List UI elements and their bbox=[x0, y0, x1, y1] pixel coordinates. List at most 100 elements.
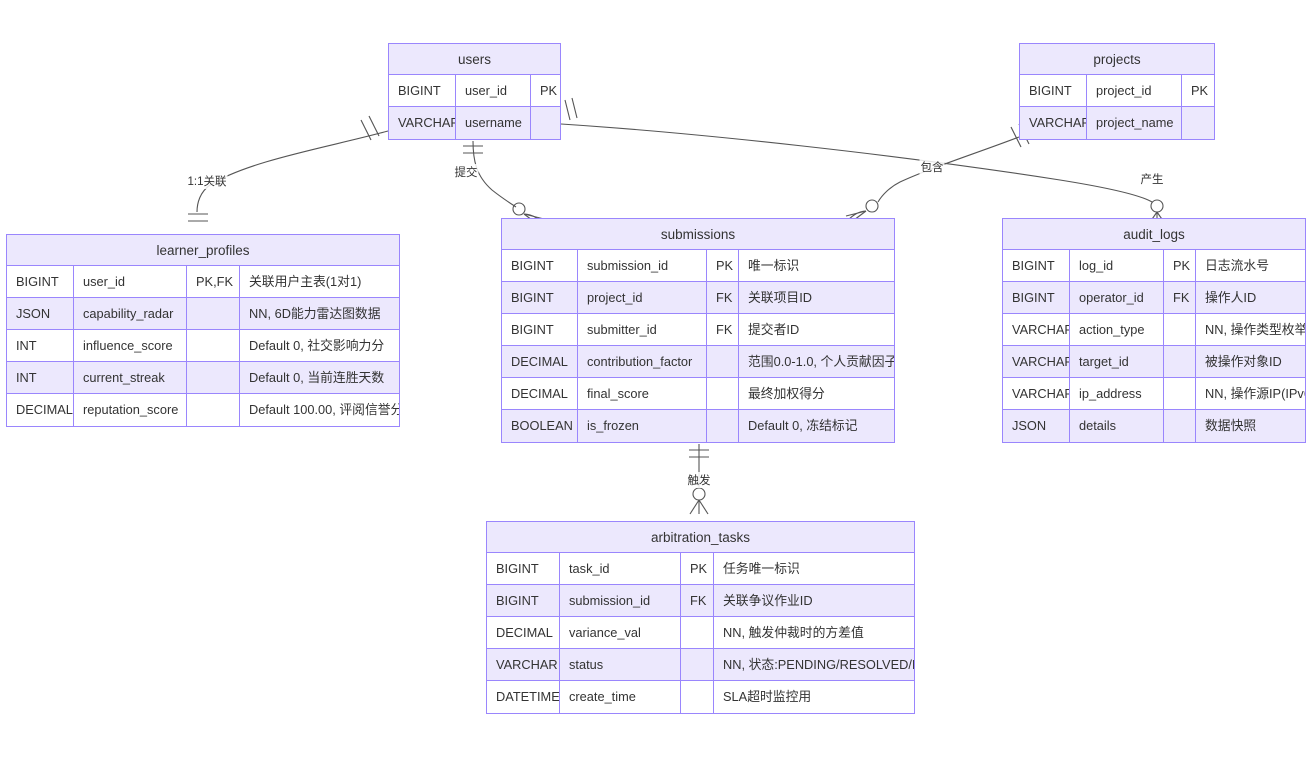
cell-comment: Default 100.00, 评阅信誉分 bbox=[249, 402, 399, 417]
table-row[interactable]: INT current_streak Default 0, 当前连胜天数 bbox=[7, 362, 399, 394]
table-row[interactable]: BIGINT log_id PK 日志流水号 bbox=[1003, 250, 1305, 282]
table-row[interactable]: DECIMAL variance_val NN, 触发仲裁时的方差值 bbox=[487, 617, 914, 649]
cell-type: JSON bbox=[1003, 410, 1070, 442]
table-row[interactable]: BIGINT submission_id PK 唯一标识 bbox=[502, 250, 894, 282]
cell-comment: 关联争议作业ID bbox=[723, 593, 813, 608]
table-learner_profiles[interactable]: learner_profiles BIGINT user_id PK,FK 关联… bbox=[6, 234, 400, 427]
cell-comment: 提交者ID bbox=[748, 322, 800, 337]
table-row[interactable]: VARCHAR project_name bbox=[1020, 107, 1214, 139]
cell-comment: 范围0.0-1.0, 个人贡献因子 bbox=[748, 354, 894, 369]
cell-key: FK bbox=[1164, 282, 1196, 313]
table-row[interactable]: DATETIME create_time SLA超时监控用 bbox=[487, 681, 914, 713]
cell-key: PK bbox=[540, 83, 558, 98]
cell-key bbox=[187, 298, 240, 329]
cell-key bbox=[707, 346, 739, 377]
cell-name: user_id bbox=[456, 75, 531, 106]
cell-name: target_id bbox=[1070, 346, 1164, 377]
cell-type: BIGINT bbox=[502, 250, 578, 281]
cell-type: VARCHAR bbox=[1003, 314, 1070, 345]
relationship-label-users-submissions: 提交 bbox=[453, 164, 479, 180]
cell-comment: 最终加权得分 bbox=[748, 386, 825, 401]
cell-type: DECIMAL bbox=[487, 617, 560, 648]
cell-key: PK bbox=[707, 250, 739, 281]
cell-key bbox=[681, 681, 714, 713]
cell-comment: Default 0, 社交影响力分 bbox=[249, 338, 385, 353]
table-row[interactable]: BIGINT project_id PK bbox=[1020, 75, 1214, 107]
cell-comment: NN, 操作类型枚举 bbox=[1205, 322, 1305, 337]
table-row[interactable]: BIGINT user_id PK,FK 关联用户主表(1对1) bbox=[7, 266, 399, 298]
cell-key bbox=[681, 617, 714, 648]
cell-name: username bbox=[456, 107, 531, 139]
table-title-users: users bbox=[389, 44, 560, 75]
cell-name: create_time bbox=[560, 681, 681, 713]
connector-users-submissions bbox=[463, 140, 545, 227]
table-title-submissions: submissions bbox=[502, 219, 894, 250]
table-audit_logs[interactable]: audit_logs BIGINT log_id PK 日志流水号 BIGINT… bbox=[1002, 218, 1306, 443]
table-row[interactable]: BIGINT operator_id FK 操作人ID bbox=[1003, 282, 1305, 314]
cell-key: FK bbox=[707, 282, 739, 313]
cell-type: BIGINT bbox=[502, 314, 578, 345]
table-row[interactable]: DECIMAL contribution_factor 范围0.0-1.0, 个… bbox=[502, 346, 894, 378]
table-arbitration_tasks[interactable]: arbitration_tasks BIGINT task_id PK 任务唯一… bbox=[486, 521, 915, 714]
cell-name: project_id bbox=[1087, 75, 1182, 106]
cell-name: capability_radar bbox=[74, 298, 187, 329]
cell-key bbox=[681, 649, 714, 680]
cell-type: VARCHAR bbox=[389, 107, 456, 139]
table-row[interactable]: DECIMAL reputation_score Default 100.00,… bbox=[7, 394, 399, 426]
cell-key bbox=[1164, 346, 1196, 377]
cell-name: submission_id bbox=[560, 585, 681, 616]
cell-name: ip_address bbox=[1070, 378, 1164, 409]
cell-type: BIGINT bbox=[1003, 282, 1070, 313]
relationship-label-projects-submissions: 包含 bbox=[919, 159, 945, 175]
table-row[interactable]: BIGINT task_id PK 任务唯一标识 bbox=[487, 553, 914, 585]
cell-type: VARCHAR bbox=[1003, 346, 1070, 377]
relationship-label-users-learner_profiles: 1:1关联 bbox=[186, 173, 228, 189]
table-users[interactable]: users BIGINT user_id PK VARCHAR username bbox=[388, 43, 561, 140]
cell-type: VARCHAR bbox=[1020, 107, 1087, 139]
cell-key bbox=[187, 362, 240, 393]
table-row[interactable]: INT influence_score Default 0, 社交影响力分 bbox=[7, 330, 399, 362]
table-row[interactable]: BOOLEAN is_frozen Default 0, 冻结标记 bbox=[502, 410, 894, 442]
table-row[interactable]: BIGINT user_id PK bbox=[389, 75, 560, 107]
cell-type: BIGINT bbox=[1020, 75, 1087, 106]
table-title-audit_logs: audit_logs bbox=[1003, 219, 1305, 250]
cell-comment: 关联用户主表(1对1) bbox=[249, 274, 362, 289]
table-row[interactable]: VARCHAR username bbox=[389, 107, 560, 139]
table-row[interactable]: BIGINT submitter_id FK 提交者ID bbox=[502, 314, 894, 346]
table-row[interactable]: BIGINT project_id FK 关联项目ID bbox=[502, 282, 894, 314]
cell-name: is_frozen bbox=[578, 410, 707, 442]
cell-name: reputation_score bbox=[74, 394, 187, 426]
cell-key: PK,FK bbox=[187, 266, 240, 297]
cell-comment: 任务唯一标识 bbox=[723, 561, 800, 576]
cell-name: user_id bbox=[74, 266, 187, 297]
cell-comment: 操作人ID bbox=[1205, 290, 1257, 305]
table-row[interactable]: VARCHAR action_type NN, 操作类型枚举 bbox=[1003, 314, 1305, 346]
cell-comment: Default 0, 当前连胜天数 bbox=[249, 370, 385, 385]
cell-name: contribution_factor bbox=[578, 346, 707, 377]
cell-comment: 被操作对象ID bbox=[1205, 354, 1282, 369]
cell-name: log_id bbox=[1070, 250, 1164, 281]
cell-comment: NN, 6D能力雷达图数据 bbox=[249, 306, 381, 321]
table-row[interactable]: VARCHAR target_id 被操作对象ID bbox=[1003, 346, 1305, 378]
cell-comment: Default 0, 冻结标记 bbox=[748, 418, 858, 433]
cell-name: action_type bbox=[1070, 314, 1164, 345]
cell-type: BIGINT bbox=[487, 585, 560, 616]
table-row[interactable]: DECIMAL final_score 最终加权得分 bbox=[502, 378, 894, 410]
cell-name: project_name bbox=[1087, 107, 1182, 139]
cell-key: PK bbox=[681, 553, 714, 584]
table-row[interactable]: VARCHAR ip_address NN, 操作源IP(IPv6) bbox=[1003, 378, 1305, 410]
table-submissions[interactable]: submissions BIGINT submission_id PK 唯一标识… bbox=[501, 218, 895, 443]
cell-type: VARCHAR bbox=[1003, 378, 1070, 409]
table-row[interactable]: JSON details 数据快照 bbox=[1003, 410, 1305, 442]
cell-key bbox=[1164, 314, 1196, 345]
table-row[interactable]: VARCHAR status NN, 状态:PENDING/RESOLVED/I… bbox=[487, 649, 914, 681]
cell-type: BIGINT bbox=[7, 266, 74, 297]
cell-comment: NN, 操作源IP(IPv6) bbox=[1205, 386, 1305, 401]
cell-type: DECIMAL bbox=[502, 346, 578, 377]
cell-type: BIGINT bbox=[1003, 250, 1070, 281]
cell-name: details bbox=[1070, 410, 1164, 442]
cell-type: BIGINT bbox=[487, 553, 560, 584]
table-row[interactable]: JSON capability_radar NN, 6D能力雷达图数据 bbox=[7, 298, 399, 330]
table-row[interactable]: BIGINT submission_id FK 关联争议作业ID bbox=[487, 585, 914, 617]
table-projects[interactable]: projects BIGINT project_id PK VARCHAR pr… bbox=[1019, 43, 1215, 140]
